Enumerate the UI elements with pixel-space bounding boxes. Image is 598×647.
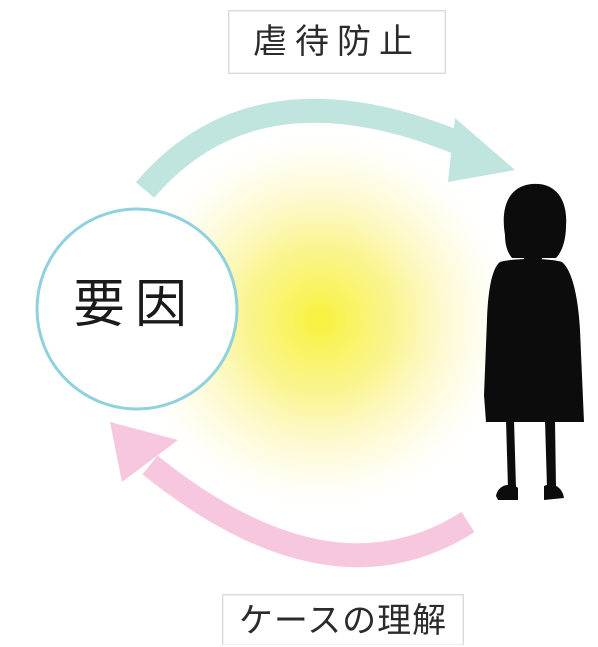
case-understanding-label: ケースの理解 xyxy=(222,594,464,645)
person-silhouette-icon xyxy=(484,183,584,500)
center-glow xyxy=(120,120,520,520)
bottom-arrow xyxy=(110,422,475,568)
top-arrow xyxy=(135,98,515,198)
cause-label: 要因 xyxy=(72,275,197,335)
prevention-label: 虐待防止 xyxy=(228,10,446,74)
cause-circle xyxy=(35,207,239,411)
